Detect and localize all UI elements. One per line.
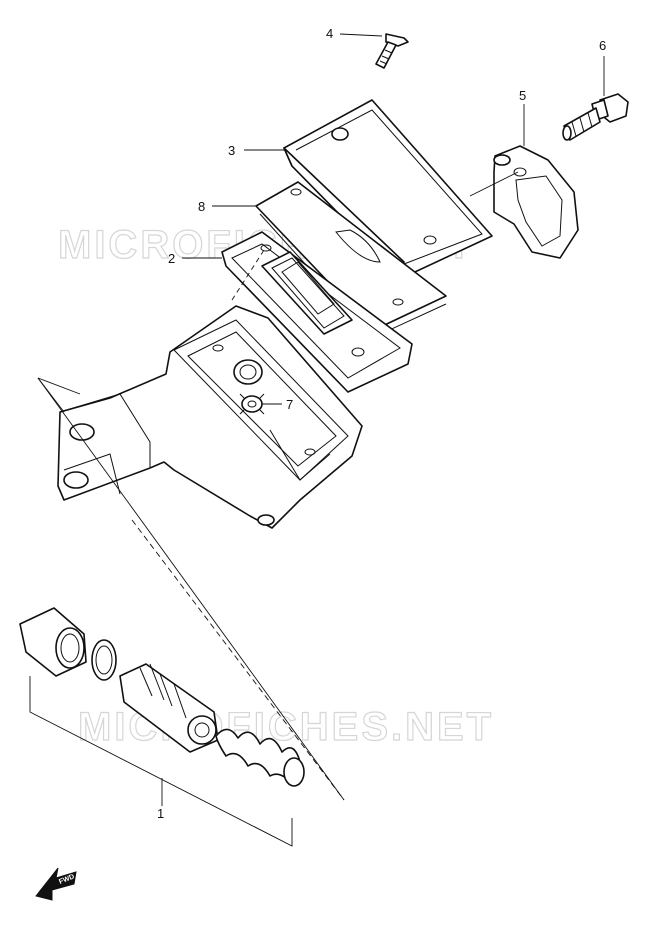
part-8-plate bbox=[255, 181, 447, 339]
callout-2: 2 bbox=[168, 251, 175, 266]
part-4-screw bbox=[375, 33, 409, 69]
callout-8: 8 bbox=[198, 199, 205, 214]
callout-leaders bbox=[182, 33, 605, 405]
callout-5: 5 bbox=[519, 88, 526, 103]
callout-6: 6 bbox=[599, 38, 606, 53]
callout-1: 1 bbox=[157, 806, 164, 821]
callout-3: 3 bbox=[228, 143, 235, 158]
guide-lines bbox=[37, 249, 345, 801]
part-1-piston-kit bbox=[19, 607, 305, 787]
part-6-bolt bbox=[562, 93, 629, 141]
part-1-bracket bbox=[29, 676, 293, 847]
callout-4: 4 bbox=[326, 26, 333, 41]
master-cylinder-body bbox=[57, 305, 363, 529]
part-2-diaphragm bbox=[221, 231, 413, 393]
part-7-washer bbox=[239, 393, 265, 415]
fwd-arrow-icon: FWD bbox=[35, 867, 77, 901]
part-5-clamp bbox=[469, 145, 579, 259]
callout-7: 7 bbox=[286, 397, 293, 412]
